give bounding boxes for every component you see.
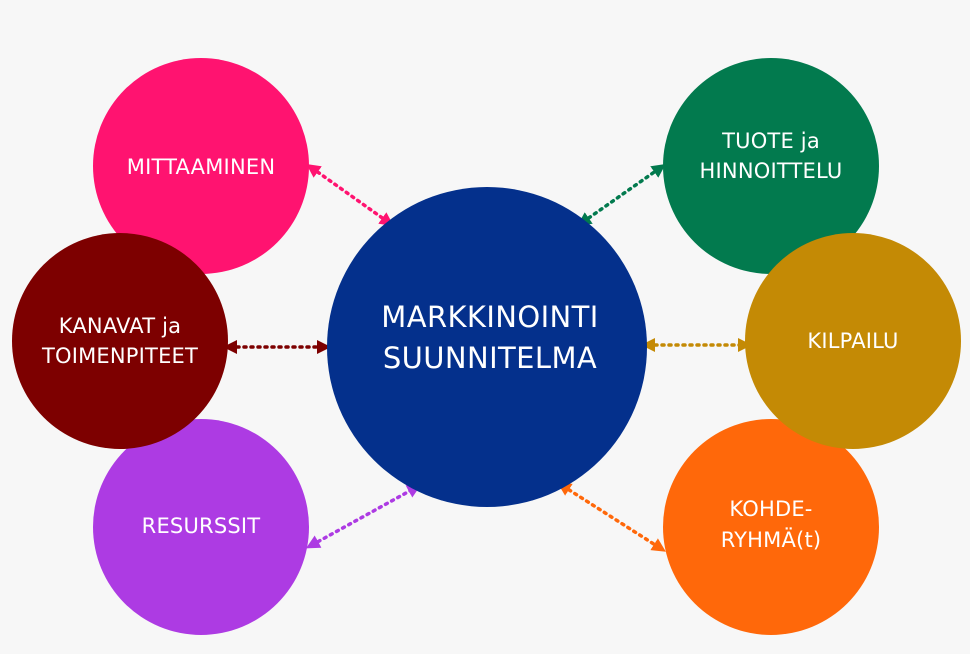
node-label: MITTAAMINEN (127, 155, 275, 179)
center-node: MARKKINOINTI SUUNNITELMA (327, 187, 647, 507)
node-circle (745, 233, 961, 449)
node-label-line1: TUOTE ja (721, 129, 820, 153)
node-kohderyhma: KOHDE- RYHMÄ(t) (663, 419, 879, 635)
node-label: RESURSSIT (142, 514, 261, 538)
node-kilpailu: KILPAILU (745, 233, 961, 449)
node-label-line1: KOHDE- (729, 497, 812, 521)
node-mittaaminen: MITTAAMINEN (93, 58, 309, 274)
node-label-line2: TOIMENPITEET (41, 344, 198, 368)
connector-mittaaminen (306, 163, 394, 227)
node-label-line2: RYHMÄ(t) (721, 527, 822, 552)
node-circle (663, 58, 879, 274)
connector-resurssit (305, 484, 422, 549)
node-label-line1: KANAVAT ja (59, 314, 181, 338)
connector-kohderyhma (557, 482, 666, 552)
center-title-line1: MARKKINOINTI (381, 300, 598, 334)
center-circle (327, 187, 647, 507)
node-circle (663, 419, 879, 635)
center-title-line2: SUUNNITELMA (383, 341, 597, 375)
node-label: KILPAILU (807, 329, 898, 353)
node-tuote: TUOTE ja HINNOITTELU (663, 58, 879, 274)
connector-tuote (577, 163, 666, 227)
node-circle (12, 233, 228, 449)
node-kanavat: KANAVAT ja TOIMENPITEET (12, 233, 228, 449)
node-circle (93, 58, 309, 274)
node-resurssit: RESURSSIT (93, 419, 309, 635)
node-circle (93, 419, 309, 635)
node-label-line2: HINNOITTELU (700, 159, 843, 183)
